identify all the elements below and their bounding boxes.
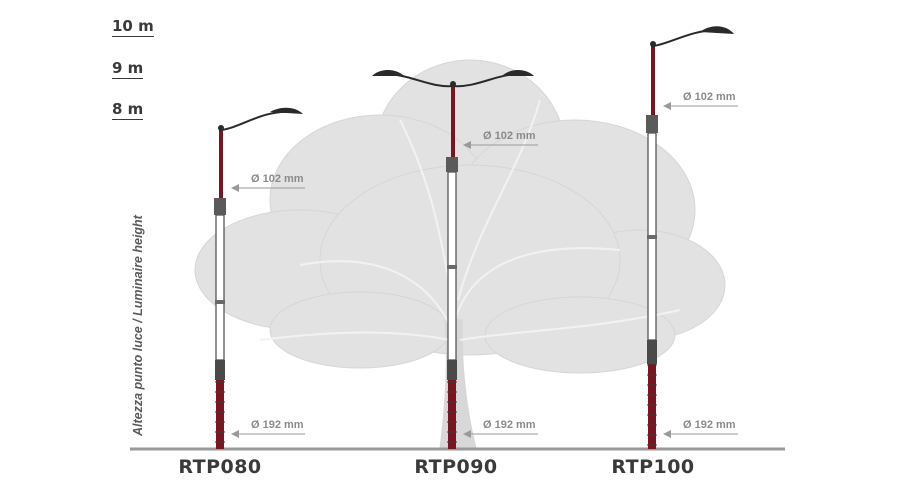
luminaire-height-label: Altezza punto luce / Luminaire height [131,215,145,436]
rtp100-top-diameter: Ø 102 mm [683,91,736,103]
rtp090-top-diameter: Ø 102 mm [483,130,536,142]
rtp090-base-diameter: Ø 192 mm [483,419,536,431]
model-label-rtp090: RTP090 [414,456,498,478]
tree-illustration [194,59,726,449]
height-mark-8m: 8 m [112,100,144,120]
pole-rtp090 [372,70,534,449]
dimension-arrows [231,102,738,438]
rtp080-base-diameter: Ø 192 mm [251,419,304,431]
model-label-rtp080: RTP080 [178,456,262,478]
pole-rtp100 [646,26,734,449]
height-mark-10m: 10 m [112,17,154,37]
model-label-rtp100: RTP100 [611,456,695,478]
rtp080-top-diameter: Ø 102 mm [251,173,304,185]
pole-rtp080 [214,107,303,449]
rtp100-base-diameter: Ø 192 mm [683,419,736,431]
height-mark-9m: 9 m [112,59,144,79]
